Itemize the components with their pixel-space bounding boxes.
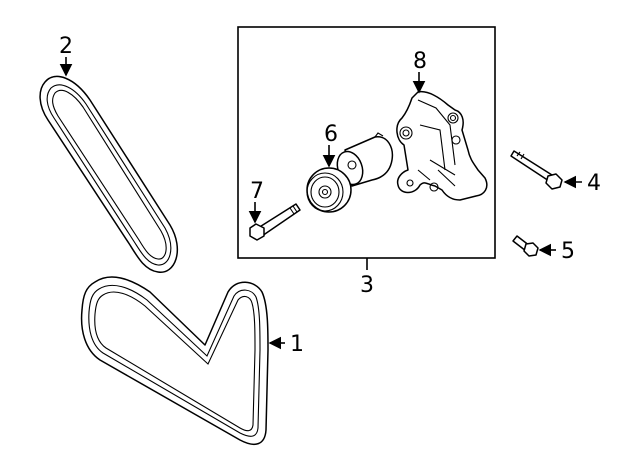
callout-1: 1 [290, 332, 304, 357]
bolt-5[interactable] [512, 235, 539, 257]
bolt-4[interactable] [510, 150, 563, 190]
bolt-7[interactable] [249, 203, 301, 241]
tensioner-pulley-6[interactable] [306, 167, 352, 213]
belt-1[interactable] [80, 276, 269, 446]
callout-8: 8 [413, 49, 427, 74]
callout-2: 2 [59, 34, 73, 59]
callout-6: 6 [324, 122, 338, 147]
belt-2[interactable] [39, 75, 179, 273]
mounting-bracket-8[interactable] [396, 90, 488, 201]
callout-3: 3 [360, 273, 374, 298]
callout-4: 4 [587, 171, 601, 196]
callout-5: 5 [561, 239, 575, 264]
callout-7: 7 [250, 179, 264, 204]
